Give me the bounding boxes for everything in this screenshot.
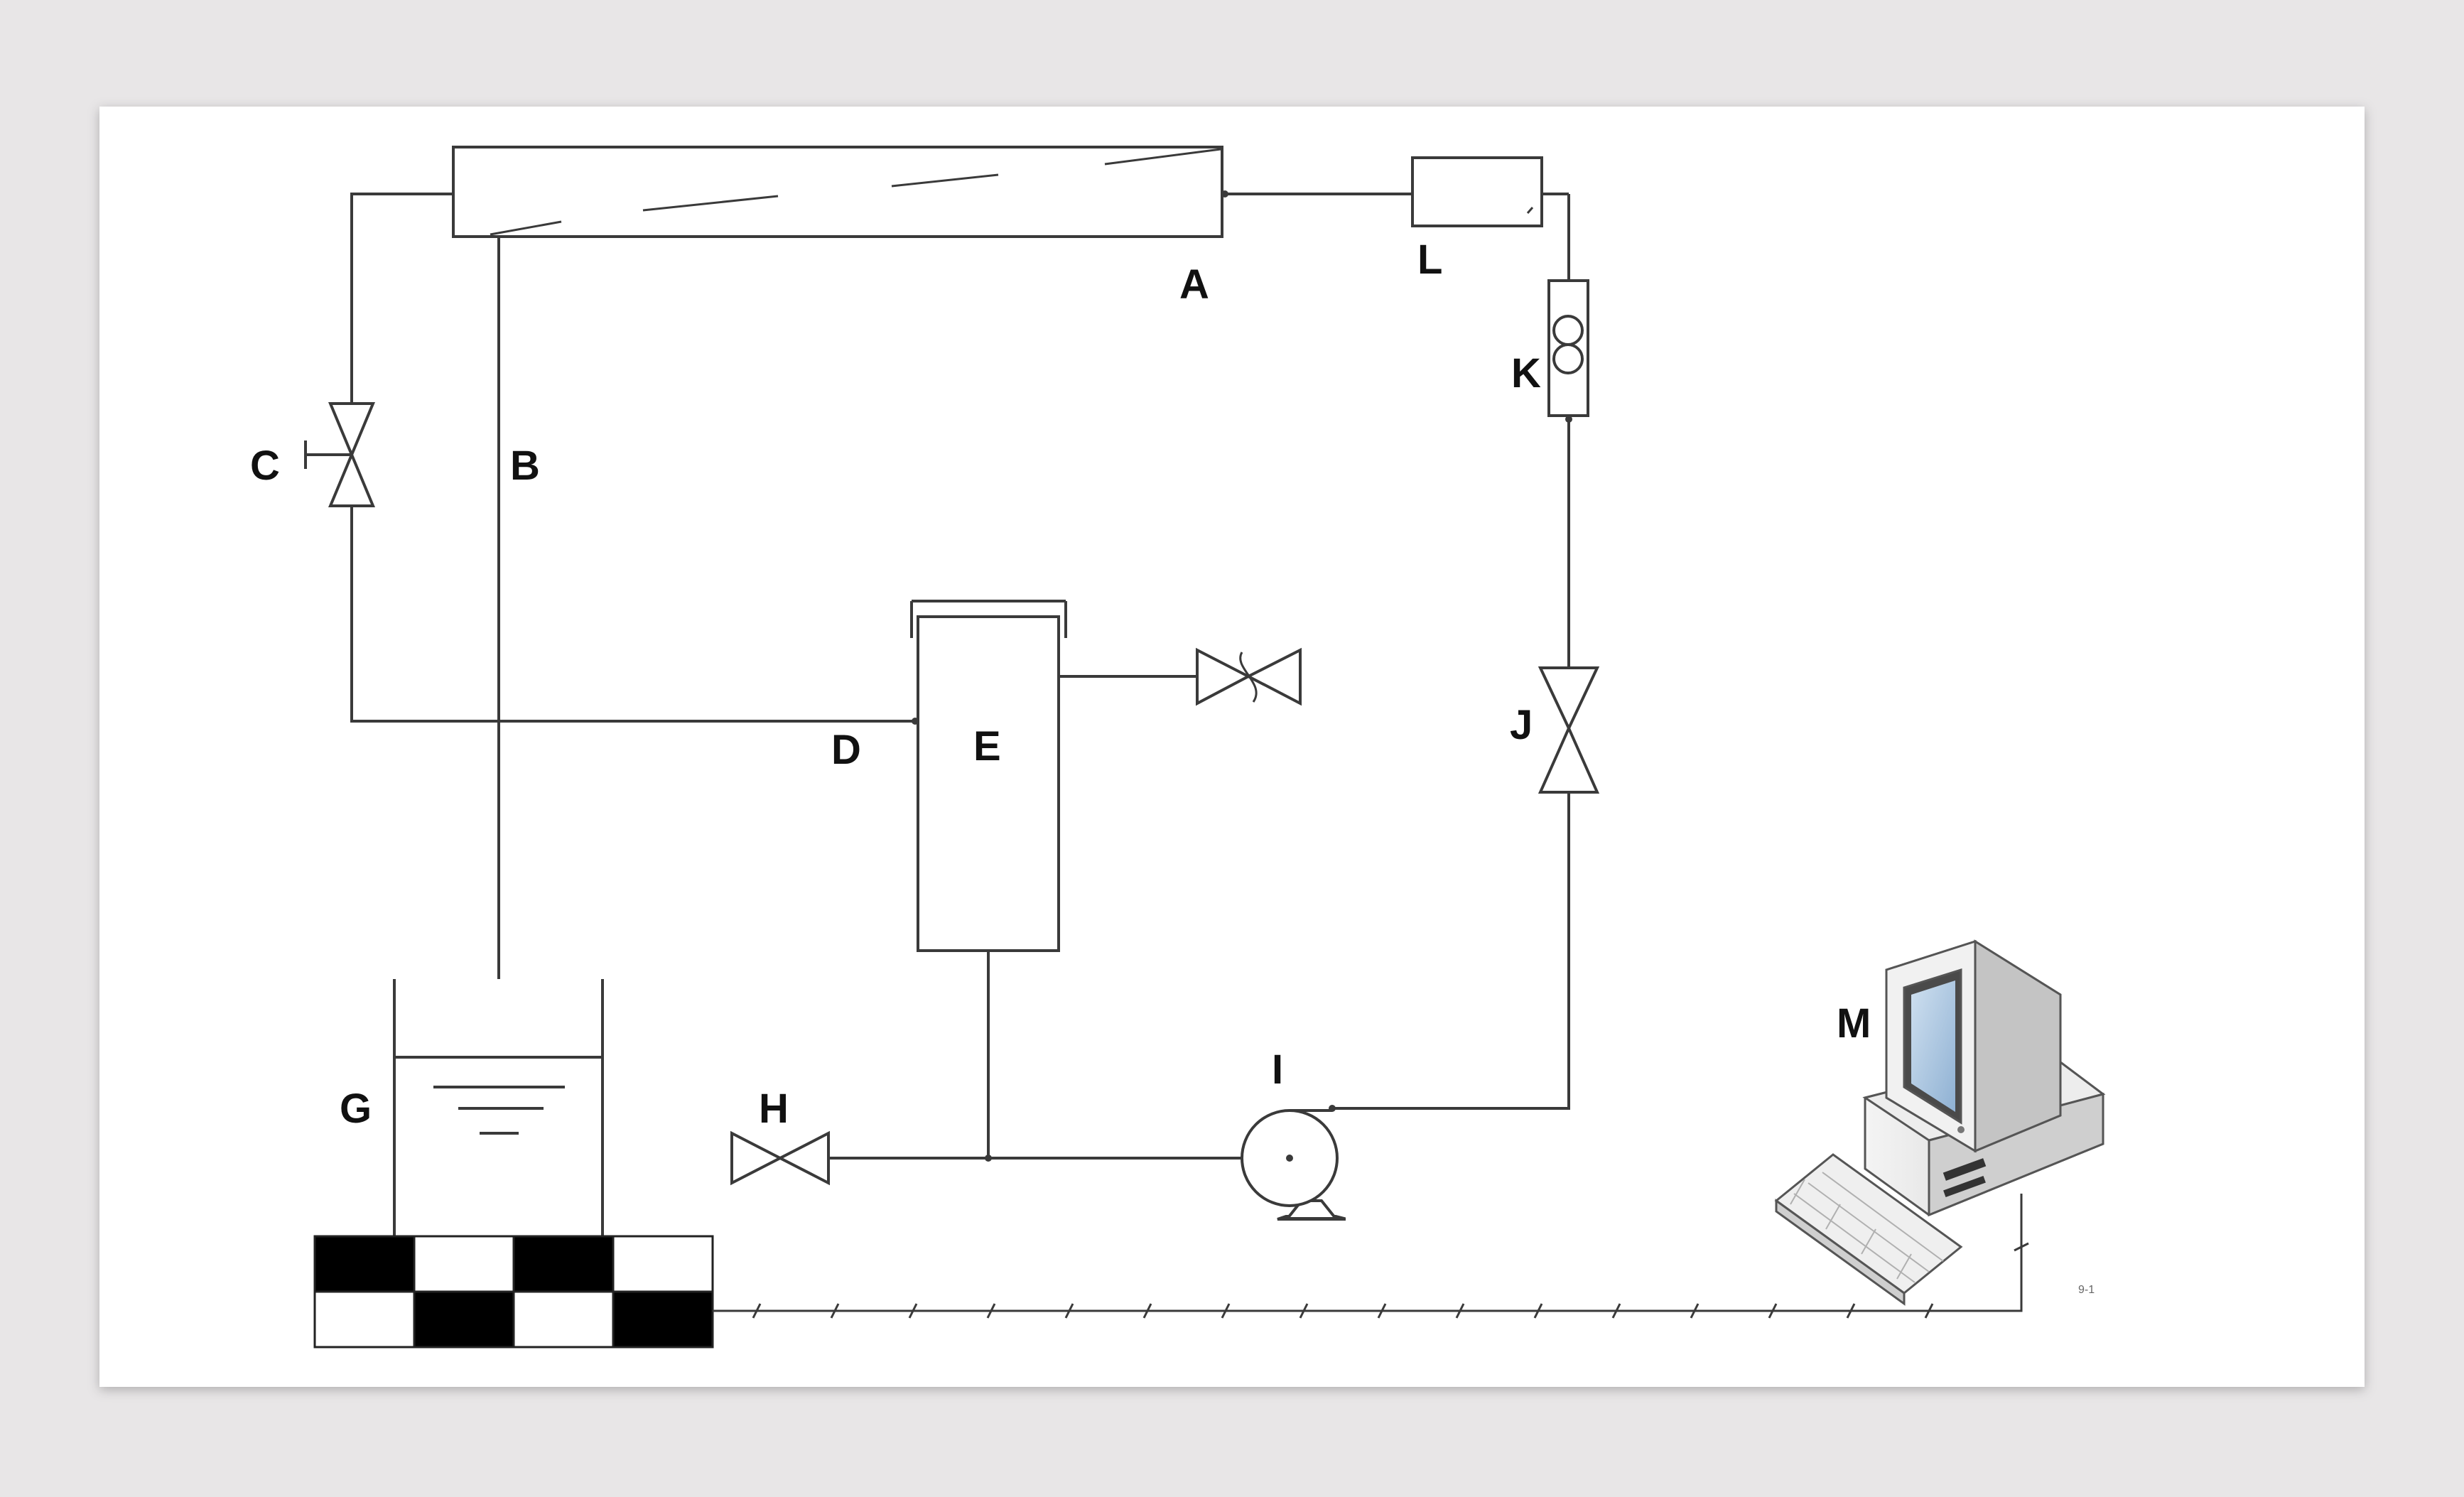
- label-L: L: [1417, 237, 1442, 283]
- label-M: M: [1837, 1000, 1871, 1047]
- label-A: A: [1179, 261, 1209, 308]
- gate-valve-icon: [730, 1130, 830, 1186]
- label-D: D: [831, 727, 861, 773]
- label-B: B: [510, 443, 540, 489]
- separator-vessel: [910, 600, 1067, 952]
- flowmeter-icon: [1547, 279, 1589, 417]
- label-E: E: [973, 723, 1001, 769]
- tubular-reactor: [452, 146, 1223, 238]
- vent-valve-icon: [1196, 647, 1302, 706]
- feed-tank: [393, 979, 604, 1241]
- label-J: J: [1510, 702, 1533, 748]
- label-G: G: [340, 1086, 372, 1132]
- label-K: K: [1511, 350, 1541, 396]
- stirrer-plate: [313, 1235, 714, 1349]
- needle-valve-icon: [304, 402, 375, 507]
- preheater: [1411, 156, 1543, 227]
- label-I: I: [1272, 1047, 1283, 1093]
- pump-icon: [1241, 1109, 1346, 1221]
- label-C: C: [250, 443, 280, 489]
- pump-discharge-line: [1332, 792, 1570, 1110]
- computer-icon: [1774, 939, 2106, 1306]
- footnote: 9-1: [2078, 1284, 2095, 1296]
- data-cable: [713, 1194, 2029, 1319]
- label-H: H: [759, 1086, 789, 1132]
